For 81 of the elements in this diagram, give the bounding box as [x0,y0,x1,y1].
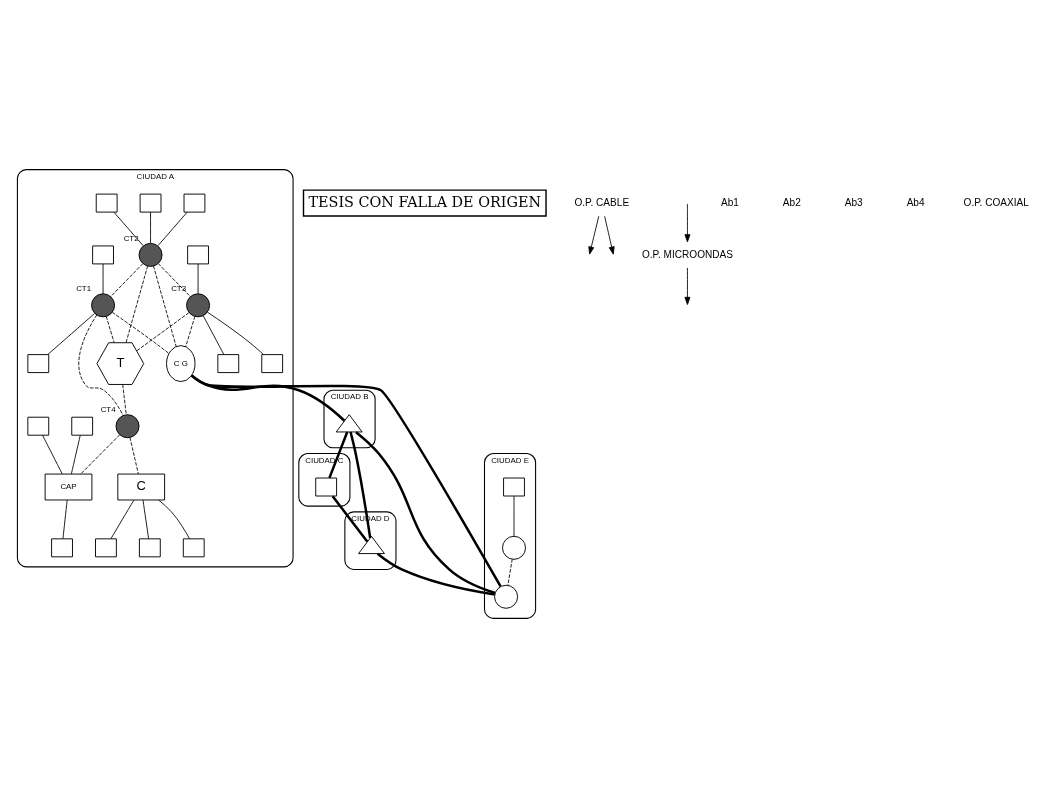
connector [110,262,144,297]
node-label: CT2 [123,233,139,243]
node-box [261,353,284,373]
arrow [684,202,691,242]
node-box [503,477,525,496]
connector [129,436,139,474]
connector [157,211,188,246]
node-label: CT4 [100,404,116,414]
node-box [217,353,240,373]
connector [197,263,199,294]
connector [136,311,190,351]
connector [62,499,68,539]
connector [111,311,170,354]
connector [42,434,63,474]
connector [207,311,264,355]
arrow [588,215,600,255]
arrow [604,215,615,255]
connector [158,499,190,539]
node-box [139,193,162,213]
node-circle [186,292,211,317]
label: O.P. COAXIAL [963,196,1029,208]
node-box [315,477,338,496]
node-label: CT3 [171,283,187,293]
label: Ab3 [844,196,863,208]
node-box [92,244,114,264]
node-box [27,416,50,436]
node-box [95,537,117,557]
node-box [138,537,161,557]
connector [110,499,135,539]
cluster: CIUDAD C [298,452,351,507]
node-box [51,537,73,557]
connector [190,374,502,587]
node-circle [115,413,140,438]
connector [47,312,96,355]
connector [507,558,513,586]
node-text: O.P. MICROONDAS [641,248,733,260]
node-label: CT1 [76,283,92,293]
node-ellipse: C G [166,344,196,382]
connector [142,499,150,539]
node-box: CAP [44,473,93,500]
connector [376,552,495,596]
node-circle [91,292,116,317]
cluster: CIUDAD E [483,452,537,619]
label: Ab1 [720,196,739,208]
label: Ab2 [782,196,801,208]
node-box [27,353,50,373]
node-triangle [358,535,385,554]
node-circle [138,242,163,267]
connector [202,314,225,355]
arrow [684,267,691,305]
connector [122,383,127,415]
connector [185,315,196,347]
connector [328,431,349,478]
node-box: C [117,473,166,500]
node-box [187,244,209,264]
connector [102,263,104,294]
connector [70,434,81,474]
node-circle [494,584,519,609]
connector [513,495,515,537]
node-text: O.P. CABLE [574,196,630,208]
connector [105,315,115,343]
node-circle [502,535,526,560]
node-box [182,537,205,557]
connector [190,373,346,422]
connector [125,265,149,343]
node-box: TESIS CON FALLA DE ORIGEN [302,188,547,217]
node-box [183,193,206,213]
connector [355,430,496,594]
node-triangle [335,413,363,432]
connector [157,262,191,297]
connector [150,211,151,244]
cluster: CIUDAD B [323,389,376,448]
connector [113,211,144,246]
label: Ab4 [906,196,925,208]
connector [153,265,177,347]
node-box [95,193,118,213]
connector [80,434,120,474]
node-box [71,416,94,436]
connector [78,314,124,416]
connector [331,495,369,542]
connector [349,431,372,538]
